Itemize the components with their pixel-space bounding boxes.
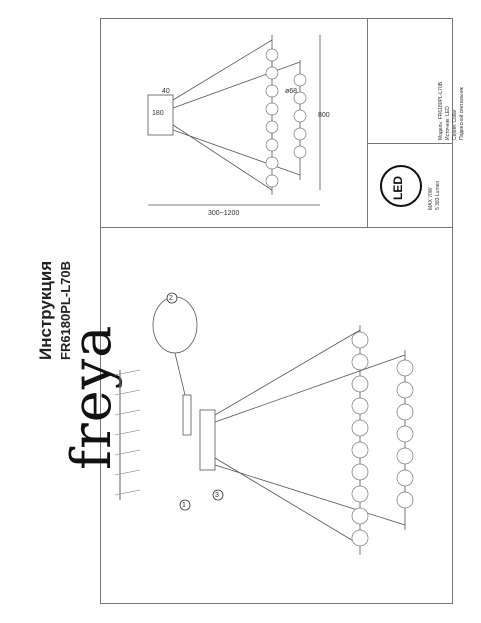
divider-vertical [367, 18, 368, 228]
callout-2: 2 [169, 295, 173, 302]
dim-180: 180 [152, 110, 164, 117]
dim-diameter: ø68 [285, 88, 298, 95]
led-badge: LED [380, 165, 422, 207]
divider-horizontal [100, 227, 453, 228]
dim-40: 40 [162, 88, 170, 95]
dim-800: 800 [318, 112, 330, 119]
divider-specs [367, 143, 453, 144]
callout-3: 3 [215, 492, 219, 499]
document-frame [100, 18, 453, 604]
dim-range: 300~1200 [208, 210, 240, 217]
callout-1: 1 [182, 502, 186, 509]
